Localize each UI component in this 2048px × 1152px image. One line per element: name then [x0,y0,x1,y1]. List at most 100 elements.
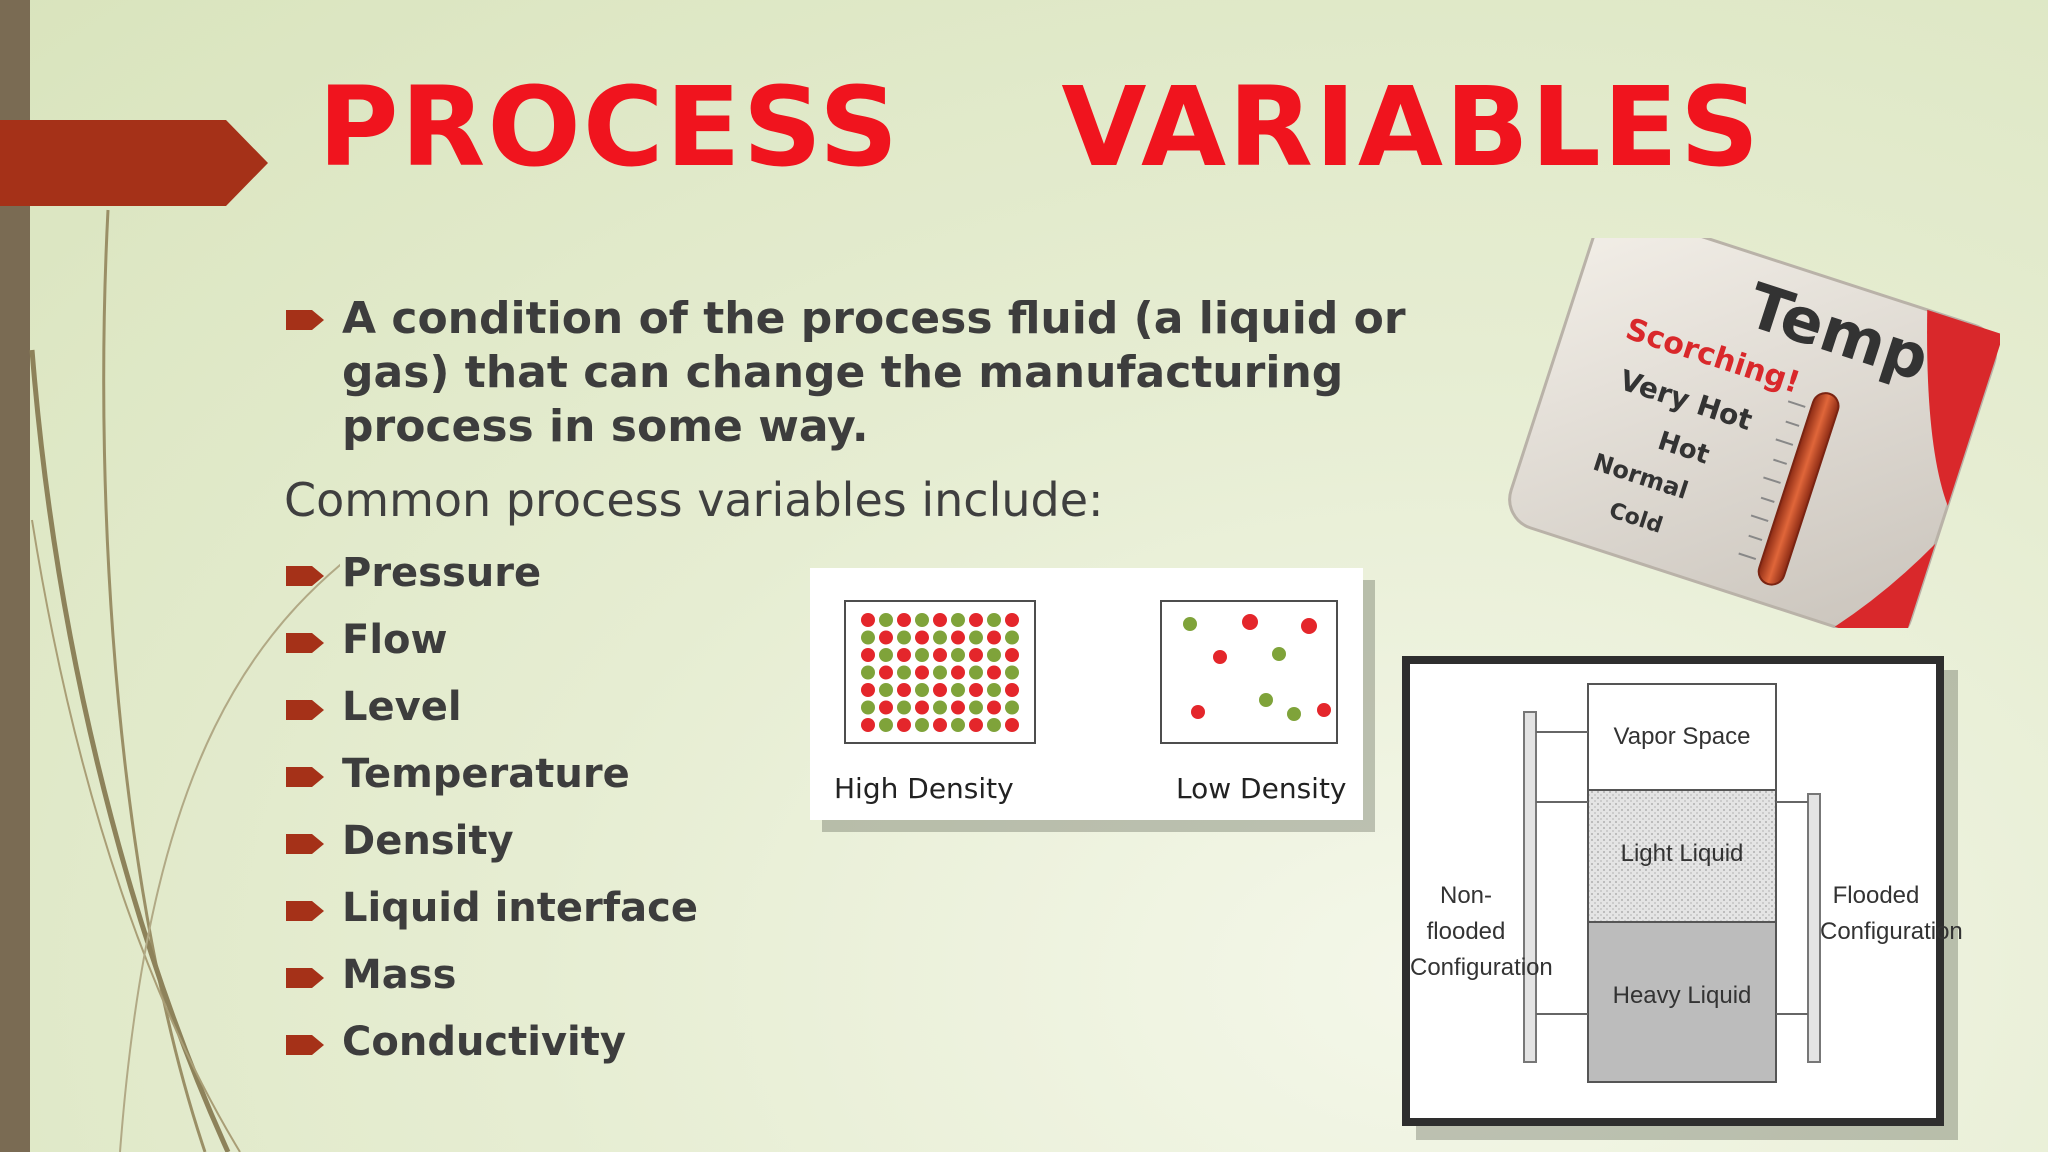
list-item: Pressure [286,540,986,607]
particle-dot [897,630,911,645]
temperature-card-image: Temp Scorching! Very Hot Hot Normal Cold [1508,238,2000,628]
particle-dot [933,665,947,680]
particle-dot [897,648,911,662]
particle-dot [861,683,875,697]
particle-dot [879,700,893,715]
particle-dot [987,665,1001,680]
intro-bullet: A condition of the process fluid (a liqu… [286,292,1446,454]
bullet-arrow-icon [286,834,324,854]
variable-label: Flow [342,617,448,663]
particle-dot [861,613,875,627]
particle-dot [879,613,893,627]
flooded-line-1: Flooded [1832,882,1920,909]
list-item: Conductivity [286,1009,986,1076]
variable-label: Density [342,818,514,864]
particle-dot [951,665,965,680]
particle-dot [951,613,965,627]
particle-dot [969,700,983,715]
variable-label: Level [342,684,462,730]
particle-dot [897,613,911,627]
particle-dot [915,613,929,627]
particle-dot [933,613,947,627]
particle-dot [951,648,965,662]
intro-text: A condition of the process fluid (a liqu… [342,293,1406,452]
variable-label: Liquid interface [342,885,698,931]
particle-dot [987,648,1001,662]
density-figure: High Density Low Density [810,568,1363,820]
particle-dot [969,630,983,645]
decorative-swoosh-lines [29,209,340,1152]
particle-dot [915,683,929,697]
particle-dot [1005,613,1019,627]
list-item: Temperature [286,741,986,808]
bullet-arrow-icon [286,968,324,988]
particle-dot [987,613,1001,627]
slide-title: PROCESS VARIABLES [318,63,1762,191]
heavy-liquid-label: Heavy Liquid [1612,982,1752,1009]
particle-dot [879,683,893,697]
particle-dot [915,630,929,645]
list-item: Density [286,808,986,875]
variables-list: Pressure Flow Level Temperature Density … [286,540,986,1076]
title-accent-arrow [0,120,268,206]
high-density-particles [861,613,1019,732]
particle-dot [897,718,911,732]
particle-dot [1005,630,1019,645]
list-item: Level [286,674,986,741]
particle-dot [1005,648,1019,662]
high-density-label: High Density [834,772,1014,805]
tank-drawing [1523,683,1821,1083]
particle-dot [879,718,893,732]
particle-dot [1005,718,1019,732]
particle-dot [861,648,875,662]
subheading: Common process variables include: [284,473,1104,527]
particle-dot [987,700,1001,715]
particle-dot [969,648,983,662]
flooded-line-2: Configuration [1820,918,1963,945]
particle-dot [1005,700,1019,715]
variable-label: Conductivity [342,1019,626,1065]
bullet-arrow-icon [286,700,324,720]
particle-dot [969,613,983,627]
particle-dot [897,700,911,715]
list-item: Flow [286,607,986,674]
particle-dot [915,718,929,732]
bullet-arrow-icon [286,901,324,921]
bullet-arrow-icon [286,633,324,653]
particle-dot [861,665,875,680]
particle-dot [951,718,965,732]
bullet-arrow-icon [286,566,324,586]
particle-dot [1005,683,1019,697]
particle-dot [897,683,911,697]
particle-dot [915,665,929,680]
particle-dot [987,683,1001,697]
particle-dot [933,630,947,645]
variable-label: Mass [342,952,457,998]
particle-dot [861,718,875,732]
flooded-label: Flooded Configuration [1820,878,1963,950]
low-density-label: Low Density [1176,772,1347,805]
particle-dot [879,665,893,680]
particle-dot [861,700,875,715]
vapor-space-label: Vapor Space [1613,723,1751,750]
particle-dot [933,718,947,732]
low-density-box [1160,600,1338,744]
particle-dot [879,648,893,662]
bullet-arrow-icon [286,1035,324,1055]
bullet-arrow-icon [286,767,324,787]
variable-label: Pressure [342,550,542,596]
particle-dot [933,648,947,662]
particle-dot [915,700,929,715]
non-flooded-line-2: Configuration [1410,954,1553,981]
particle-dot [933,683,947,697]
particle-dot [861,630,875,645]
low-density-particles [1183,614,1331,721]
non-flooded-line-1: Non-flooded [1426,882,1506,945]
particle-dot [897,665,911,680]
high-density-box [844,600,1036,744]
list-item: Liquid interface [286,875,986,942]
light-liquid-label: Light Liquid [1620,840,1744,867]
particle-dot [951,683,965,697]
particle-dot [969,683,983,697]
